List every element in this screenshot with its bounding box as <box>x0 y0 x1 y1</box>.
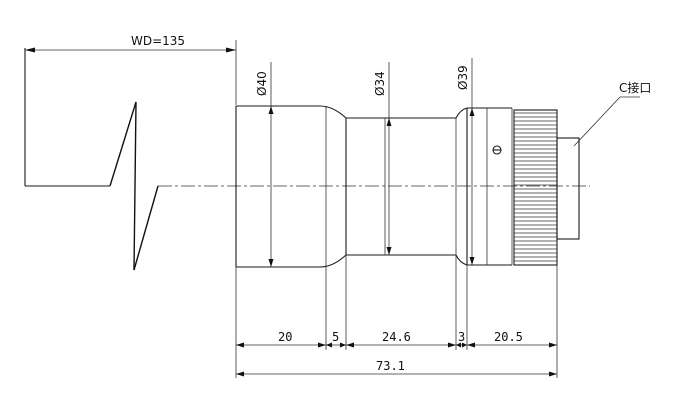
diameter-dimensions: Ø40 Ø34 Ø39 <box>255 58 475 267</box>
segment-rear-label: 20.5 <box>494 330 523 344</box>
diameter-rear-label: Ø39 <box>456 65 470 90</box>
diameter-middle-label: Ø34 <box>373 71 387 96</box>
focus-ring-knurling <box>514 112 557 262</box>
segment-front-barrel-label: 20 <box>278 330 292 344</box>
object-break-symbol <box>24 48 159 271</box>
segment-front-taper-label: 5 <box>332 330 339 344</box>
lens-body <box>235 105 580 268</box>
segment-rear-taper-label: 3 <box>458 330 465 344</box>
working-distance-label: WD=135 <box>131 34 185 48</box>
segment-waist-label: 24.6 <box>382 330 411 344</box>
c-mount-callout: C接口 <box>573 80 651 147</box>
length-dimensions: 20 5 24.6 3 20.5 73.1 <box>235 255 558 378</box>
c-mount-thread <box>556 137 580 240</box>
diameter-front-label: Ø40 <box>255 71 269 96</box>
working-distance-dimension: WD=135 <box>25 34 237 105</box>
total-length-label: 73.1 <box>376 359 405 373</box>
c-mount-label: C接口 <box>619 80 651 95</box>
